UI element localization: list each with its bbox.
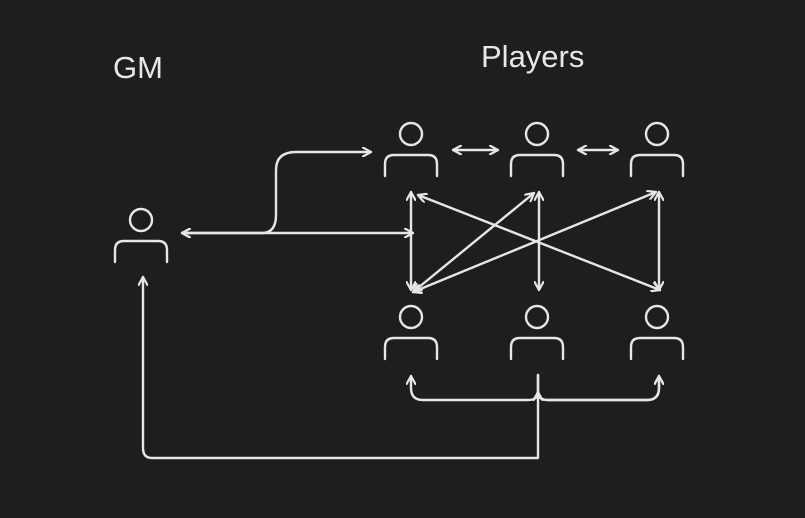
connection-arrow bbox=[411, 191, 536, 294]
person-icon bbox=[509, 121, 565, 178]
gm-label: GM bbox=[113, 50, 163, 85]
person-icon bbox=[383, 121, 439, 178]
person-icon bbox=[113, 207, 169, 264]
person-icon bbox=[509, 304, 565, 361]
person-icon bbox=[383, 304, 439, 361]
person-icon bbox=[629, 121, 685, 178]
person-icon bbox=[629, 304, 685, 361]
connection-arrow bbox=[538, 374, 659, 402]
connection-arrow bbox=[411, 192, 658, 292]
connection-arrow bbox=[180, 152, 373, 233]
connection-arrow bbox=[143, 275, 540, 460]
connection-arrow bbox=[536, 374, 659, 402]
players-label: Players bbox=[481, 39, 585, 74]
connection-arrow bbox=[411, 373, 540, 402]
